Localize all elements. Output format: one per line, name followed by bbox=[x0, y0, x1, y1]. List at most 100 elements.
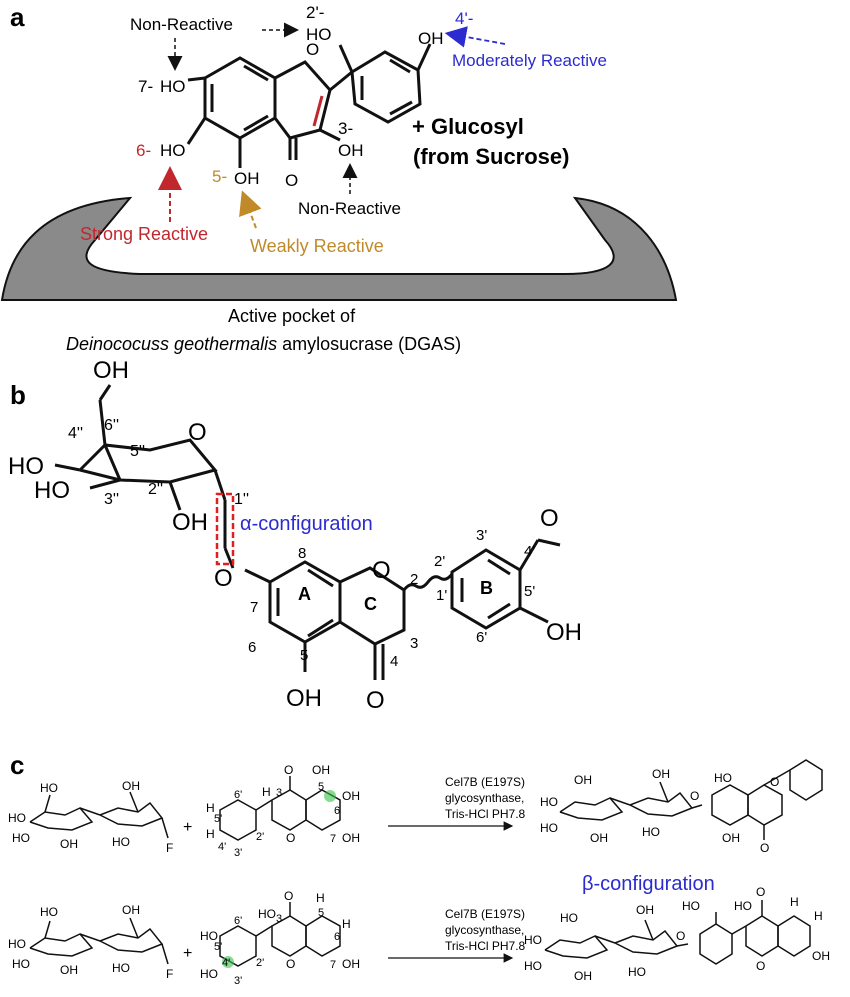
acceptor-1-label-6: 6 bbox=[334, 805, 340, 817]
donor-2-ho-2: HO bbox=[112, 961, 130, 975]
strong-reactive-label: Strong Reactive bbox=[80, 224, 208, 244]
acceptor-1-o: O bbox=[284, 763, 293, 777]
pos-4prime-label: 4'- bbox=[455, 9, 473, 28]
product-1-oh-top: OH bbox=[574, 773, 592, 787]
carbonyl-o-b: O bbox=[366, 687, 385, 714]
plus-1: + bbox=[183, 819, 192, 836]
reaction-2: HO HO HO OH OH HO F + O HO 3 H 5 H 6 7 bbox=[8, 885, 830, 987]
carbonyl-o-label: O bbox=[285, 171, 298, 190]
green-highlight-4p bbox=[222, 956, 234, 968]
donor-1-ho-2: HO bbox=[112, 835, 130, 849]
glycosidic-o: O bbox=[214, 565, 233, 592]
product-1-o-carbonyl: O bbox=[760, 841, 769, 855]
oh-5: OH bbox=[234, 169, 260, 188]
alpha-configuration-label: α-configuration bbox=[240, 513, 373, 535]
label-3: 3 bbox=[410, 635, 418, 652]
donor-2-ho-top: HO bbox=[40, 905, 58, 919]
product-2-ho-left: HO bbox=[524, 933, 542, 947]
non-reactive-bottom-label: Non-Reactive bbox=[298, 199, 401, 218]
acceptor-1-h-3: H bbox=[262, 785, 271, 799]
product-2-h-6: H bbox=[814, 909, 823, 923]
product-2-ho-bottom: HO bbox=[524, 959, 542, 973]
ring-c-o: O bbox=[372, 557, 391, 584]
acceptor-2-ring-o: O bbox=[286, 957, 295, 971]
ho-4pp: HO bbox=[8, 453, 44, 480]
product-2-oh-6: OH bbox=[636, 903, 654, 917]
acceptor-2-ho-3: HO bbox=[258, 907, 276, 921]
product-2-o-link: O bbox=[676, 929, 685, 943]
oh-2prime: HO bbox=[306, 25, 332, 44]
pos-7-label: 7- bbox=[138, 77, 153, 96]
acceptor-1-label-7: 7 bbox=[330, 833, 336, 845]
ring-o-label: O bbox=[306, 40, 319, 59]
label-1pp: 1'' bbox=[234, 491, 249, 508]
label-2pp: 2'' bbox=[148, 481, 163, 498]
donor-2-structure bbox=[29, 917, 169, 965]
oh-7: HO bbox=[160, 77, 186, 96]
acceptor-2-label-3p: 3' bbox=[234, 975, 242, 987]
product-1-ho-bottom: HO bbox=[540, 821, 558, 835]
pocket-species: Deinococuss geothermalis bbox=[66, 334, 277, 354]
flavonol-structure bbox=[186, 43, 432, 168]
acceptor-2-h-5: H bbox=[316, 891, 325, 905]
oh-4prime: OH bbox=[418, 29, 444, 48]
product-1-ho-7: HO bbox=[714, 771, 732, 785]
label-3pp: 3'' bbox=[104, 491, 119, 508]
acceptor-1-label-3p: 3' bbox=[234, 847, 242, 859]
acceptor-1-oh-7: OH bbox=[342, 831, 360, 845]
product-1-o-link: O bbox=[690, 789, 699, 803]
glycosidic-bond-highlight bbox=[215, 492, 235, 566]
enzyme-1-line2: glycosynthase, bbox=[445, 791, 524, 805]
product-2-structure bbox=[544, 900, 811, 965]
acceptor-2-h-6: H bbox=[342, 917, 351, 931]
pocket-caption-line1: Active pocket of bbox=[228, 306, 356, 326]
product-2-oh: OH bbox=[574, 969, 592, 983]
acceptor-1-ring-o: O bbox=[286, 831, 295, 845]
label-2: 2 bbox=[410, 571, 418, 588]
beta-configuration-label: β-configuration bbox=[582, 873, 715, 895]
label-4prime: 4' bbox=[524, 543, 535, 560]
acceptor-2-label-5: 5 bbox=[318, 907, 324, 919]
donor-1-oh-6: OH bbox=[122, 779, 140, 793]
enzyme-2-line1: Cel7B (E197S) bbox=[445, 907, 525, 921]
panel-a: a bbox=[0, 2, 678, 354]
weakly-reactive-label: Weakly Reactive bbox=[250, 236, 384, 256]
label-3prime: 3' bbox=[476, 527, 487, 544]
label-6pp: 6'' bbox=[104, 417, 119, 434]
acceptor-2-label-2p: 2' bbox=[256, 957, 264, 969]
panel-a-label: a bbox=[10, 2, 25, 32]
non-reactive-top-label: Non-Reactive bbox=[130, 15, 233, 34]
label-2prime: 2' bbox=[434, 553, 445, 570]
oh-6pp: OH bbox=[93, 357, 129, 384]
product-1-oh-6: OH bbox=[652, 767, 670, 781]
donor-2-ho-left: HO bbox=[8, 937, 26, 951]
acceptor-1-h-5p: H bbox=[206, 801, 215, 815]
acceptor-1-structure bbox=[219, 776, 341, 841]
product-1-ho-left: HO bbox=[540, 795, 558, 809]
enzyme-2-line2: glycosynthase, bbox=[445, 923, 524, 937]
methoxy-o: O bbox=[540, 505, 559, 532]
donor-1-f: F bbox=[166, 841, 173, 855]
acceptor-2-label-6: 6 bbox=[334, 931, 340, 943]
acceptor-2-ho-5p: HO bbox=[200, 929, 218, 943]
label-4pp: 4'' bbox=[68, 425, 83, 442]
label-5: 5 bbox=[300, 647, 308, 664]
product-2-ho-3p: HO bbox=[682, 899, 700, 913]
enzyme-2-line3: Tris-HCl PH7.8 bbox=[445, 939, 526, 953]
acceptor-2-label-5p: 5' bbox=[214, 941, 222, 953]
green-highlight-6 bbox=[324, 790, 336, 802]
enzyme-1-line1: Cel7B (E197S) bbox=[445, 775, 525, 789]
donor-1-ho-bottom: HO bbox=[12, 831, 30, 845]
product-2-ho-3: HO bbox=[734, 899, 752, 913]
pos-3-label: 3- bbox=[338, 119, 353, 138]
enzyme-1-line3: Tris-HCl PH7.8 bbox=[445, 807, 526, 821]
arrow-moderately-reactive bbox=[444, 26, 506, 48]
donor-1-structure bbox=[29, 791, 169, 839]
product-2-ring-o: O bbox=[756, 959, 765, 973]
panel-c-label: c bbox=[10, 750, 24, 780]
arrow-weakly-reactive bbox=[239, 190, 262, 229]
label-1prime: 1' bbox=[436, 587, 447, 604]
acceptor-1-oh-5: OH bbox=[312, 763, 330, 777]
acceptor-2-structure bbox=[219, 902, 341, 967]
